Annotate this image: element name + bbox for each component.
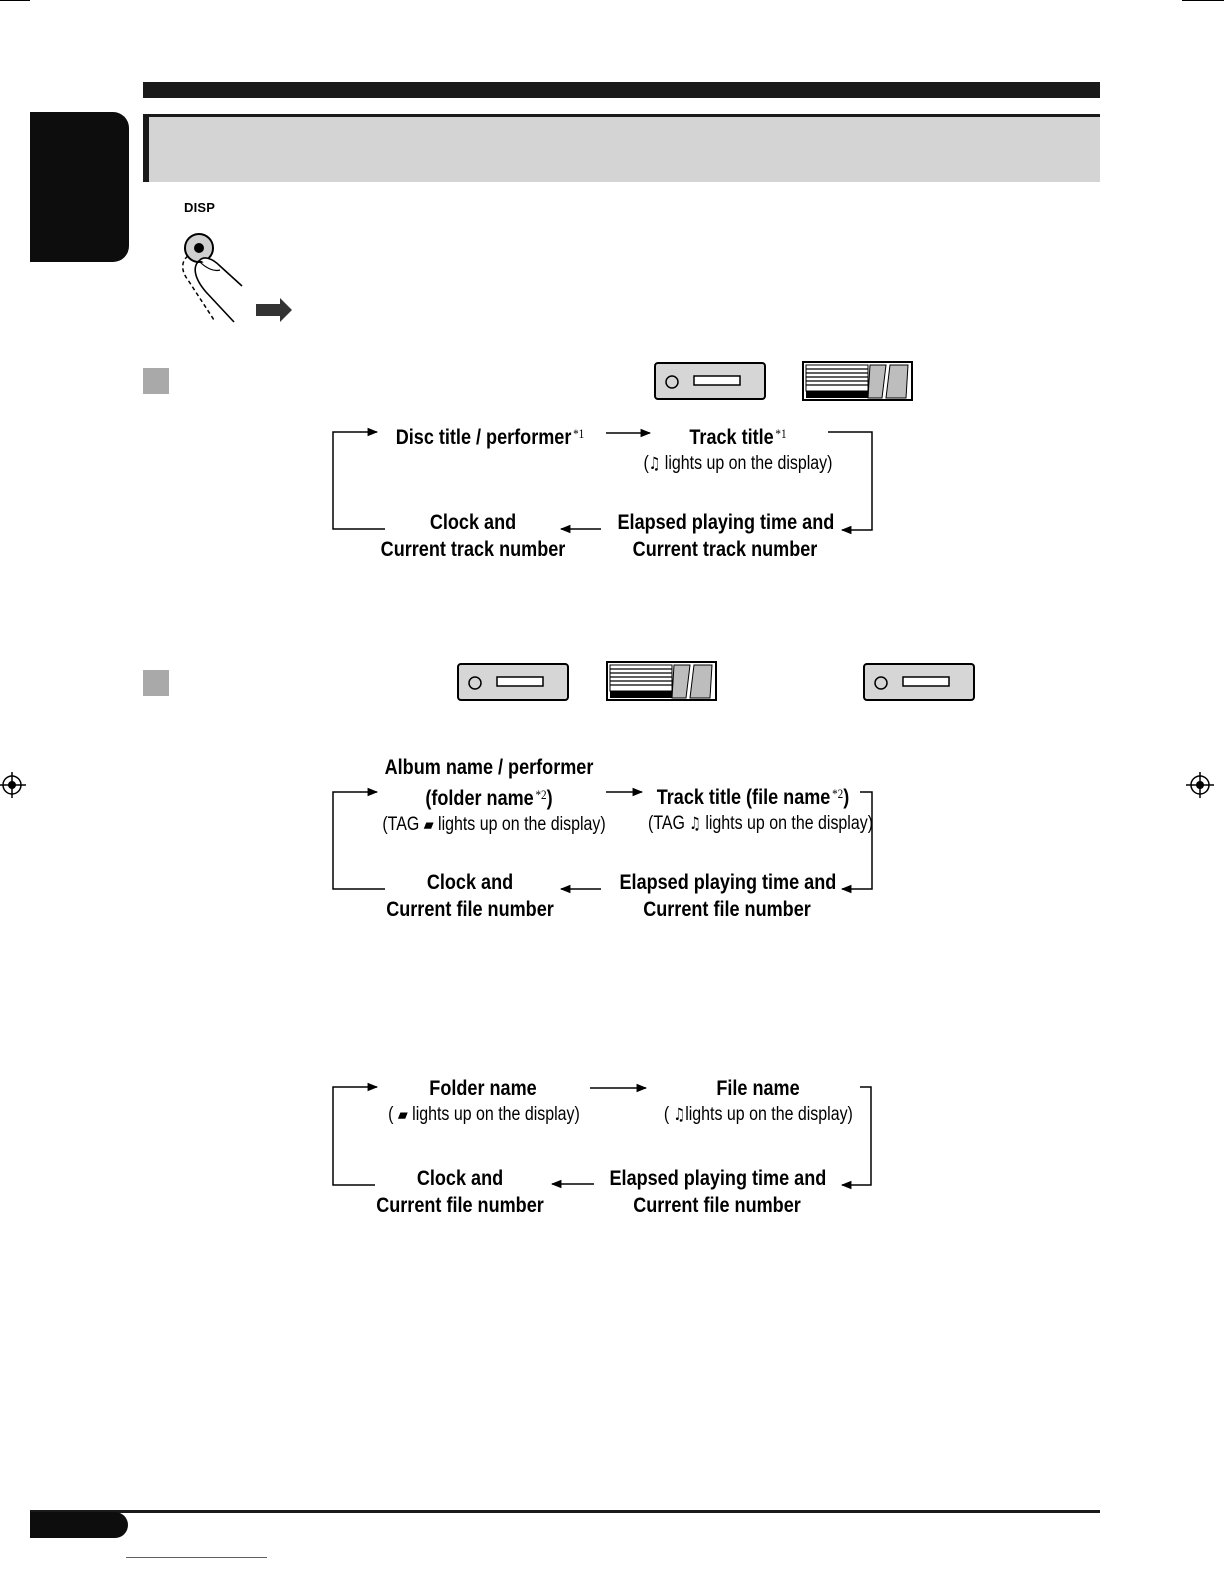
paren-close: ) (843, 786, 850, 809)
folder-icon: ▰ (397, 1105, 408, 1125)
footer-link-underline[interactable] (126, 1557, 267, 1558)
language-side-tab (30, 112, 129, 262)
current-number-line: Current file number (386, 898, 554, 921)
tag-prefix: (TAG (382, 814, 420, 835)
current-number-line: Current track number (380, 538, 566, 561)
diagram-1-bottom-right: Elapsed playing time and Current track n… (600, 509, 850, 563)
section-top-bar (143, 82, 1100, 98)
diagram-1-top-left: Disc title / performer*1 (360, 420, 620, 451)
diagram-3-top-right: File name ( ♫lights up on the display) (646, 1075, 870, 1128)
current-number-line: Current file number (643, 898, 811, 921)
tag-prefix: (TAG (648, 813, 685, 834)
registration-mark-icon (0, 772, 26, 798)
file-name-label: File name (716, 1077, 800, 1100)
diagram-2-bottom-left: Clock and Current file number (370, 869, 570, 923)
indicator-note: lights up on the display) (685, 1104, 853, 1125)
music-note-icon: ♫ (689, 814, 701, 834)
diagram-1-top-right: Track title*1 (♫ lights up on the displa… (620, 420, 856, 477)
section-marker-square (143, 368, 169, 394)
finger-press-disp-icon (182, 233, 292, 323)
music-note-icon: ♫ (673, 1105, 686, 1125)
current-number-line: Current file number (376, 1194, 544, 1217)
album-performer-line: Album name / performer (384, 756, 594, 779)
disc-changer-icon (802, 361, 913, 401)
crop-mark-top-left (0, 0, 30, 1)
folder-name-label: Folder name (429, 1077, 537, 1100)
receiver-unit-icon (457, 663, 569, 701)
footnote-marker: *2 (535, 787, 547, 802)
folder-name-line: (folder name (425, 787, 534, 810)
track-title-file-name-label: Track title (file name (656, 786, 831, 809)
section-title-box (143, 114, 1100, 182)
current-number-line: Current track number (632, 538, 818, 561)
paren-open: ( (643, 453, 649, 474)
indicator-note: lights up on the display) (664, 453, 833, 474)
page-number-tab (30, 1512, 128, 1538)
diagram-3-bottom-right: Elapsed playing time and Current file nu… (592, 1165, 842, 1219)
diagram-3-bottom-left: Clock and Current file number (358, 1165, 562, 1219)
paren-close: ) (546, 787, 553, 810)
paren-open: ( (388, 1104, 394, 1125)
receiver-unit-icon (654, 362, 766, 400)
section-marker-square (143, 670, 169, 696)
clock-line: Clock and (429, 511, 517, 534)
clock-line: Clock and (416, 1167, 504, 1190)
registration-mark-icon (1186, 772, 1214, 798)
footnote-marker: *1 (775, 426, 787, 441)
indicator-note: lights up on the display) (438, 814, 606, 835)
diagram-1-bottom-left: Clock and Current track number (363, 509, 583, 563)
footnote-marker: *2 (832, 786, 844, 801)
folder-icon: ▰ (423, 815, 434, 835)
clock-line: Clock and (426, 871, 514, 894)
elapsed-time-line: Elapsed playing time and (619, 871, 837, 894)
paren-open: ( (663, 1104, 670, 1125)
diagram-2-bottom-right: Elapsed playing time and Current file nu… (602, 869, 852, 923)
footnote-marker: *1 (573, 426, 585, 441)
indicator-note: lights up on the display) (705, 813, 874, 834)
crop-mark-top-right (1182, 0, 1224, 1)
indicator-note: lights up on the display) (412, 1104, 580, 1125)
disc-title-performer-label: Disc title / performer (395, 426, 572, 449)
footer-rule (30, 1510, 1100, 1513)
music-note-icon: ♫ (648, 454, 661, 474)
diagram-2-top-right: Track title (file name*2) (TAG ♫ lights … (628, 780, 878, 837)
current-number-line: Current file number (633, 1194, 801, 1217)
track-title-label: Track title (689, 426, 774, 449)
diagram-3-top-left: Folder name ( ▰ lights up on the display… (370, 1075, 596, 1128)
disp-button-label: DISP (184, 200, 216, 215)
disc-changer-icon (606, 661, 717, 701)
elapsed-time-line: Elapsed playing time and (617, 511, 835, 534)
receiver-unit-icon (863, 663, 975, 701)
diagram-2-top-left: Album name / performer (folder name*2) (… (362, 754, 616, 838)
elapsed-time-line: Elapsed playing time and (609, 1167, 827, 1190)
